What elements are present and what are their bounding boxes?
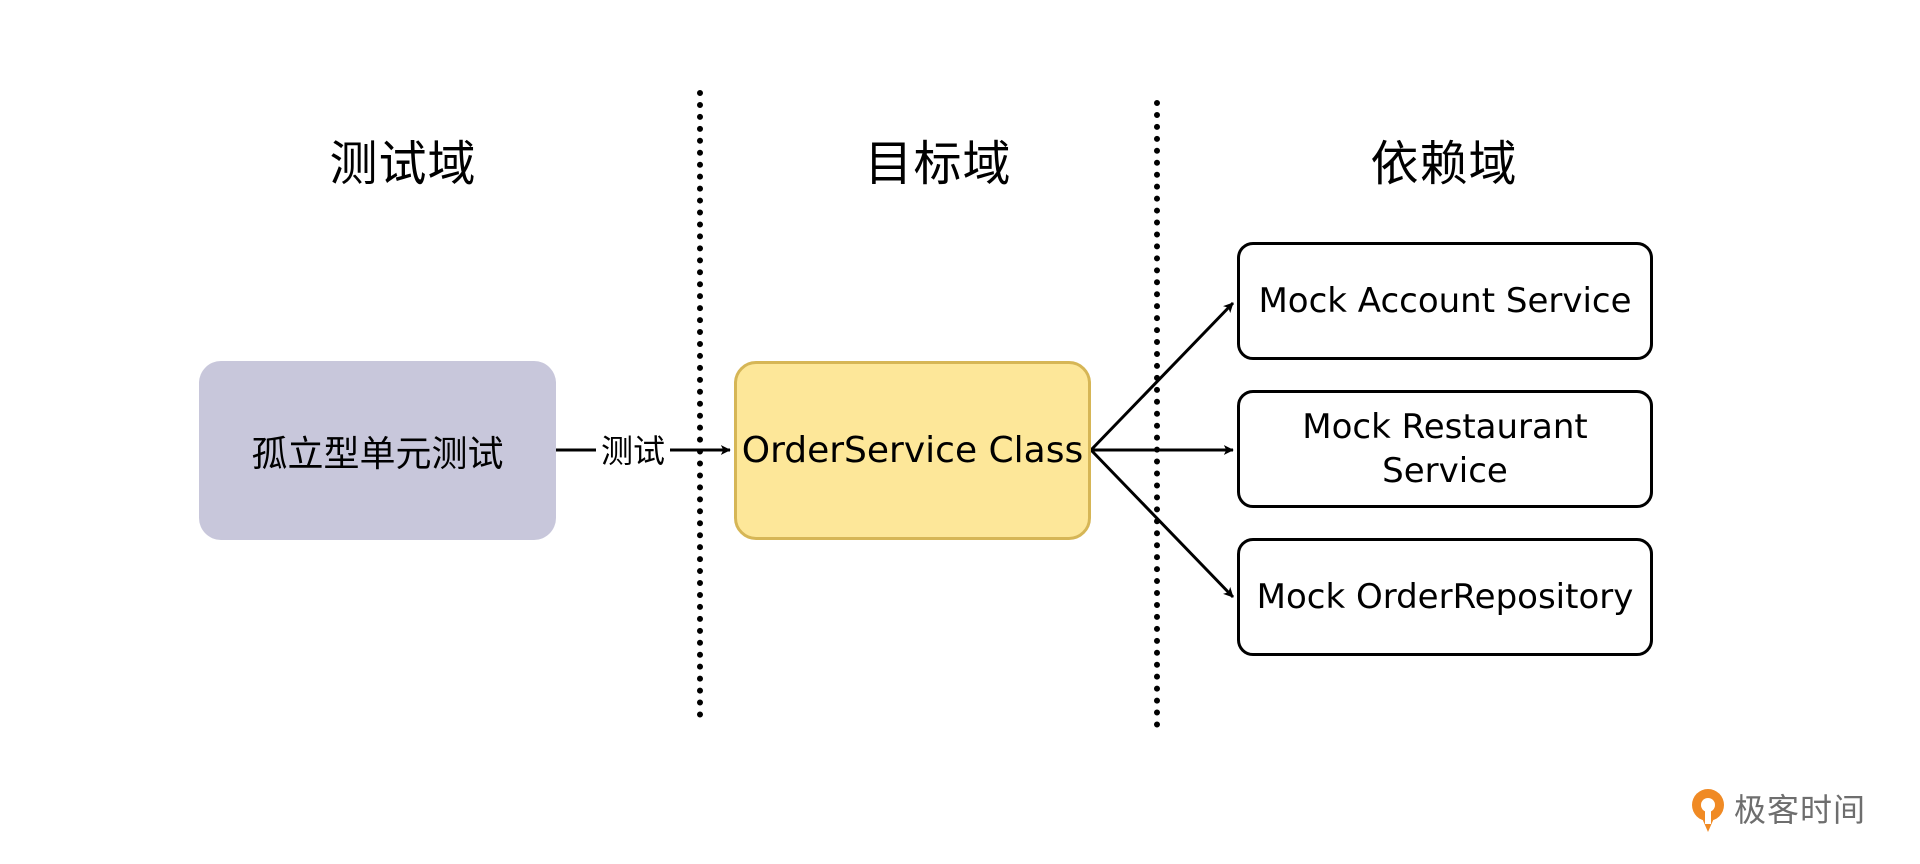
mock-account-service-node: Mock Account Service: [1237, 242, 1653, 360]
edge-target-to-repository: [1089, 448, 1235, 599]
geektime-logo-icon: [1692, 789, 1724, 832]
edge-label-test: 测试: [596, 430, 670, 472]
isolated-unit-test-label: 孤立型单元测试: [251, 433, 504, 475]
order-service-class-label: OrderService Class: [741, 430, 1084, 471]
mock-order-repository-node: Mock OrderRepository: [1237, 538, 1653, 656]
heading-target-domain: 目标域: [864, 136, 1012, 192]
domain-divider-right: [1154, 100, 1160, 728]
mock-restaurant-service-label-line2: Service: [1382, 451, 1508, 491]
heading-test-domain: 测试域: [329, 136, 477, 192]
isolated-unit-test-node: 孤立型单元测试: [199, 361, 556, 540]
mock-order-repository-label: Mock OrderRepository: [1256, 577, 1634, 617]
edge-target-to-account: [1089, 301, 1235, 452]
mock-restaurant-service-node: Mock Restaurant Service: [1237, 390, 1653, 508]
mock-restaurant-service-label-line1: Mock Restaurant: [1302, 407, 1588, 447]
mock-account-service-label: Mock Account Service: [1258, 281, 1632, 321]
geektime-logo: 极客时间: [1688, 786, 1866, 834]
domain-divider-left: [697, 90, 703, 718]
order-service-class-node: OrderService Class: [734, 361, 1091, 540]
geektime-logo-text: 极客时间: [1734, 791, 1867, 829]
heading-dependency-domain: 依赖域: [1370, 136, 1518, 192]
